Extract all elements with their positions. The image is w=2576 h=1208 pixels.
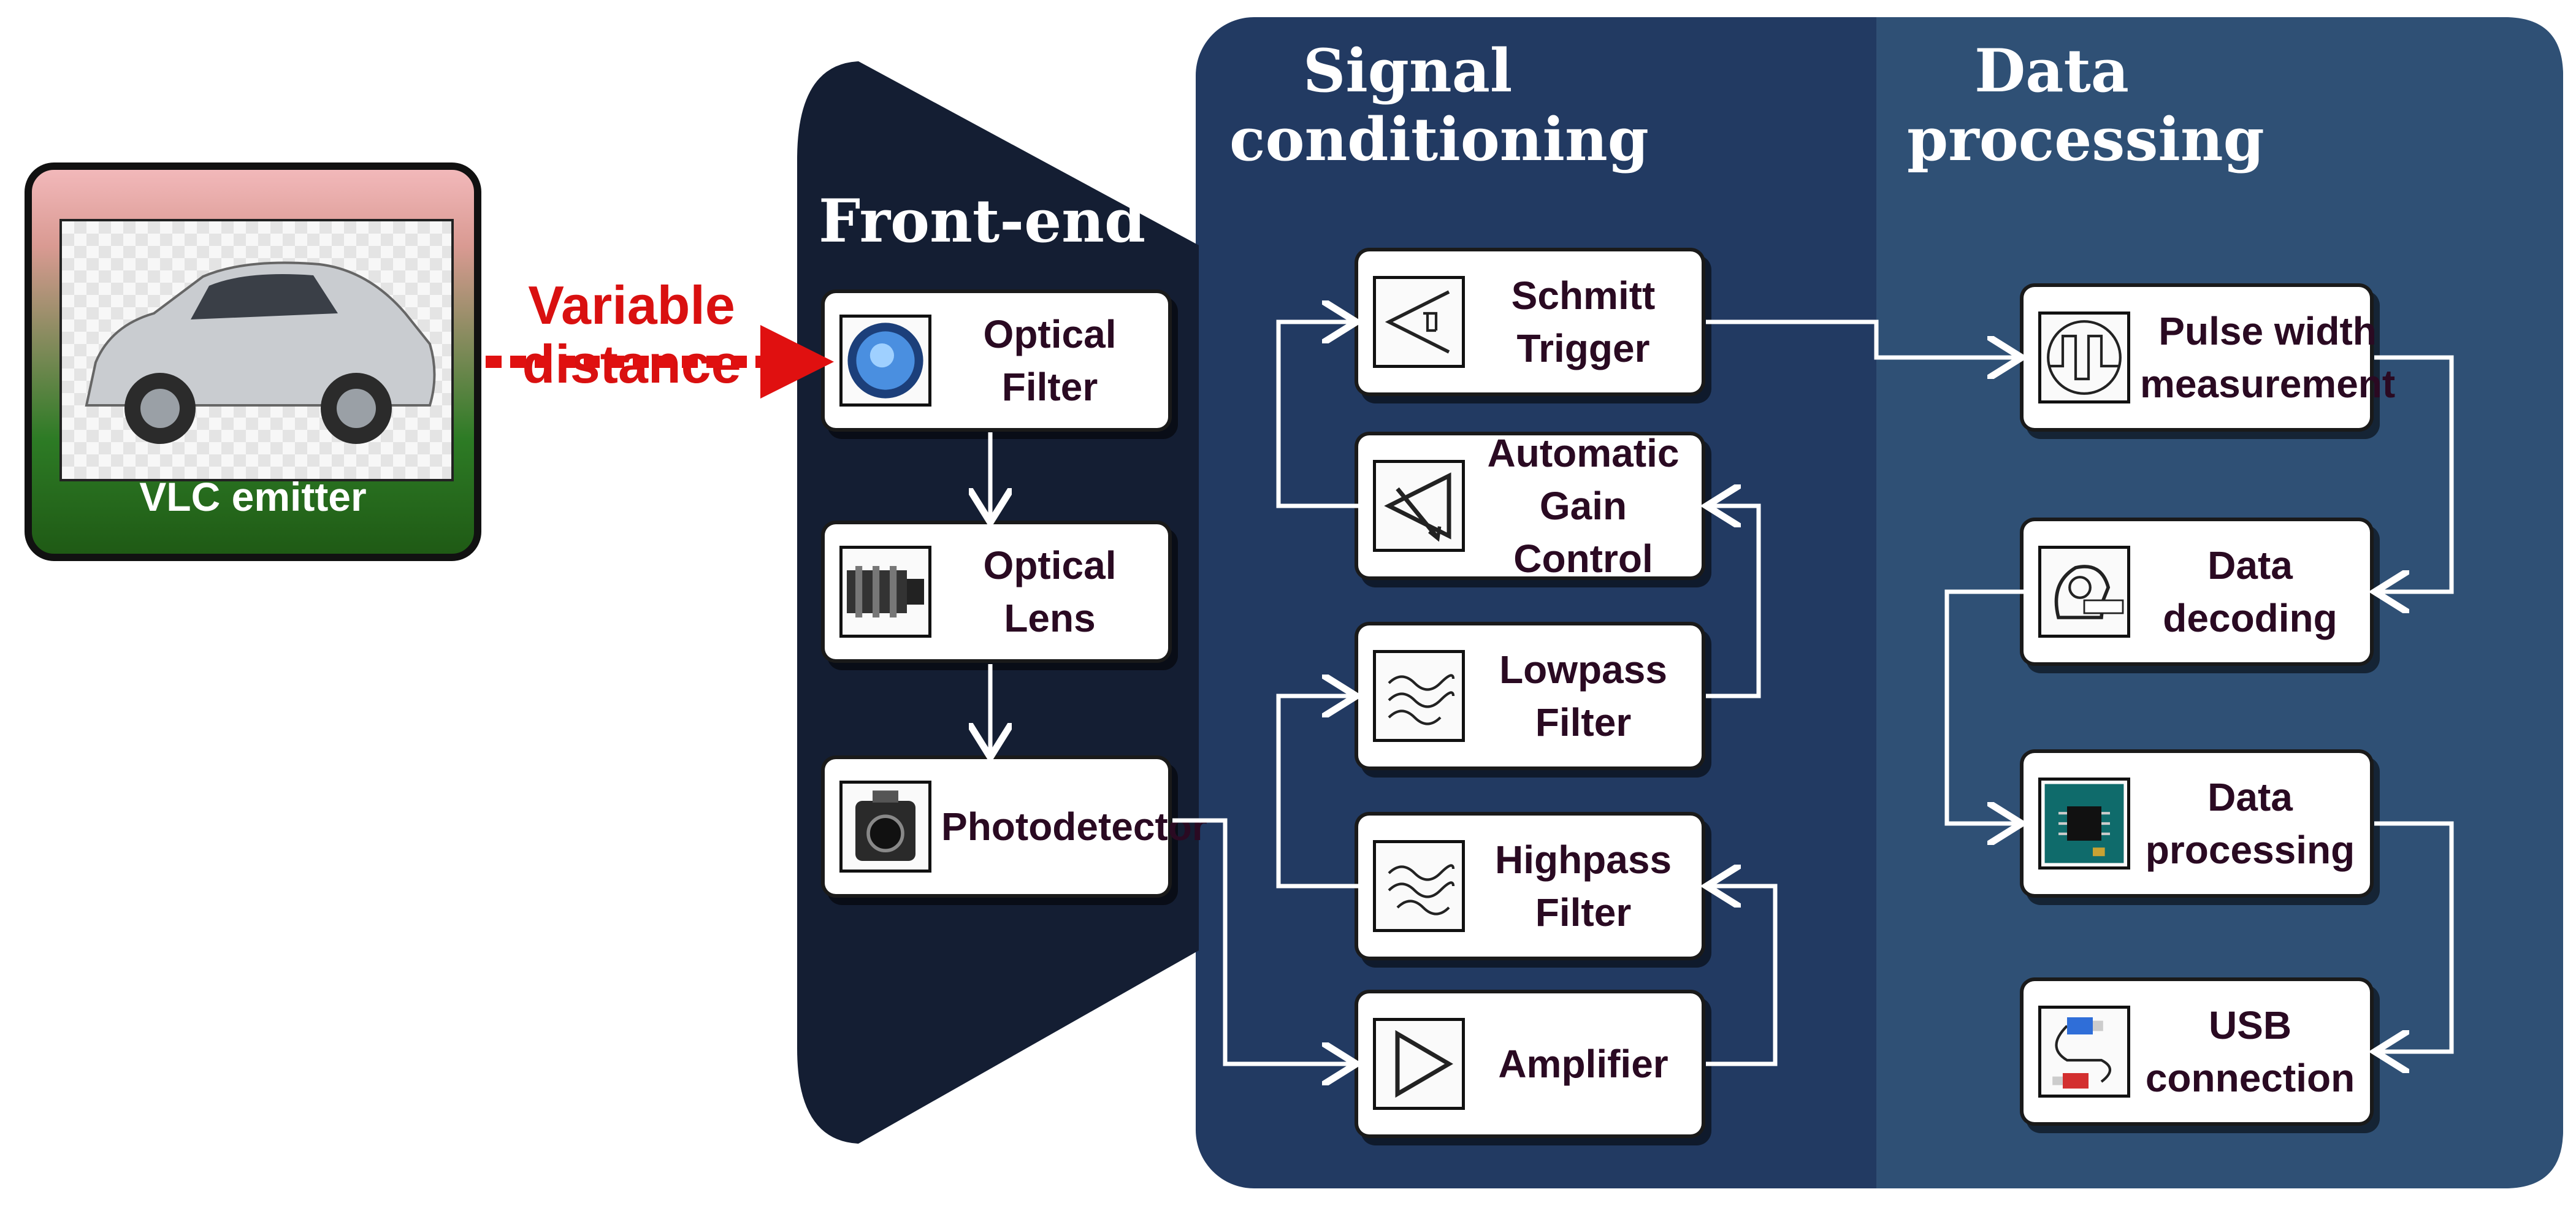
optical-filter-label: Optical Filter bbox=[931, 308, 1168, 413]
label-line: Data bbox=[2207, 775, 2293, 819]
pulse-width-label: Pulse width measurement bbox=[2130, 305, 2405, 410]
label-line: Lowpass bbox=[1499, 648, 1667, 692]
pulse-width-measurement-block: Pulse width measurement bbox=[2024, 287, 2395, 428]
amplifier-label: Amplifier bbox=[1465, 1038, 1702, 1090]
data-decoding-icon bbox=[2038, 546, 2130, 638]
agc-icon bbox=[1373, 460, 1465, 552]
optical-lens-block: Optical Lens bbox=[825, 524, 1168, 659]
camera-lens-icon bbox=[839, 546, 931, 638]
label-line: Filter bbox=[1535, 890, 1632, 935]
schmitt-trigger-label: Schmitt Trigger bbox=[1465, 269, 1702, 375]
data-decoding-block: Data decoding bbox=[2024, 521, 2370, 662]
label-line: Trigger bbox=[1516, 326, 1650, 370]
microcontroller-icon bbox=[2038, 778, 2130, 870]
highpass-filter-icon bbox=[1373, 840, 1465, 932]
label-line: Filter bbox=[1535, 700, 1632, 744]
variable-line-2: distance bbox=[522, 334, 741, 394]
variable-distance-label: Variable distance bbox=[521, 276, 742, 394]
amplifier-block: Amplifier bbox=[1358, 993, 1702, 1134]
vlc-emitter-card: VLC emitter bbox=[25, 162, 481, 561]
usb-icon bbox=[2038, 1006, 2130, 1098]
label-line: Highpass bbox=[1494, 838, 1672, 882]
label-line: Filter bbox=[1001, 365, 1098, 409]
label-line: Optical bbox=[983, 312, 1117, 356]
variable-line-1: Variable bbox=[528, 275, 735, 335]
lens-filter-icon bbox=[839, 315, 931, 407]
data-processing-title: Data processing bbox=[1907, 37, 2265, 174]
label-line: Lens bbox=[1004, 596, 1096, 640]
photodetector-block: Photodetector bbox=[825, 759, 1207, 894]
emitter-label: VLC emitter bbox=[139, 474, 367, 519]
label-line: Pulse width bbox=[2158, 309, 2377, 353]
label-line: Automatic bbox=[1487, 431, 1680, 475]
lowpass-filter-icon bbox=[1373, 650, 1465, 742]
usb-connection-label: USB connection bbox=[2130, 999, 2370, 1104]
label-line: Photodetector bbox=[941, 805, 1207, 849]
label-line: measurement bbox=[2140, 362, 2396, 406]
signal-title-line-2: conditioning bbox=[1229, 105, 1649, 174]
label-line: processing bbox=[2145, 828, 2355, 872]
amplifier-icon bbox=[1373, 1018, 1465, 1110]
signal-title-line-1: Signal bbox=[1303, 36, 1513, 105]
optical-filter-block: Optical Filter bbox=[825, 293, 1168, 428]
lowpass-filter-block: Lowpass Filter bbox=[1358, 625, 1702, 766]
schmitt-trigger-block: Schmitt Trigger bbox=[1358, 251, 1702, 392]
front-end-title: Front-end bbox=[819, 186, 1146, 256]
label-line: Data bbox=[2207, 543, 2293, 587]
data-title-line-1: Data bbox=[1974, 36, 2129, 105]
photodetector-label: Photodetector bbox=[931, 800, 1217, 853]
schmitt-trigger-icon bbox=[1373, 276, 1465, 368]
pulse-width-icon bbox=[2038, 312, 2130, 403]
label-line: Schmitt bbox=[1511, 273, 1656, 318]
label-line: Amplifier bbox=[1498, 1042, 1668, 1086]
data-title-line-2: processing bbox=[1907, 105, 2265, 174]
label-line: Gain Control bbox=[1513, 484, 1653, 581]
data-processing-label: Data processing bbox=[2130, 771, 2370, 876]
optical-lens-label: Optical Lens bbox=[931, 539, 1168, 644]
signal-conditioning-title: Signal conditioning bbox=[1229, 37, 1649, 174]
photodetector-icon bbox=[839, 781, 931, 873]
car-icon bbox=[85, 261, 436, 444]
automatic-gain-control-label: Automatic Gain Control bbox=[1465, 427, 1702, 585]
label-line: decoding bbox=[2163, 596, 2337, 640]
usb-connection-block: USB connection bbox=[2024, 981, 2370, 1122]
car-image bbox=[59, 219, 454, 481]
highpass-filter-label: Highpass Filter bbox=[1465, 833, 1702, 939]
lowpass-filter-label: Lowpass Filter bbox=[1465, 643, 1702, 749]
highpass-filter-block: Highpass Filter bbox=[1358, 816, 1702, 957]
automatic-gain-control-block: Automatic Gain Control bbox=[1358, 431, 1702, 581]
data-processing-block: Data processing bbox=[2024, 753, 2370, 894]
label-line: USB bbox=[2208, 1003, 2292, 1047]
label-line: connection bbox=[2145, 1056, 2355, 1100]
label-line: Optical bbox=[983, 543, 1117, 587]
data-decoding-label: Data decoding bbox=[2130, 539, 2370, 644]
